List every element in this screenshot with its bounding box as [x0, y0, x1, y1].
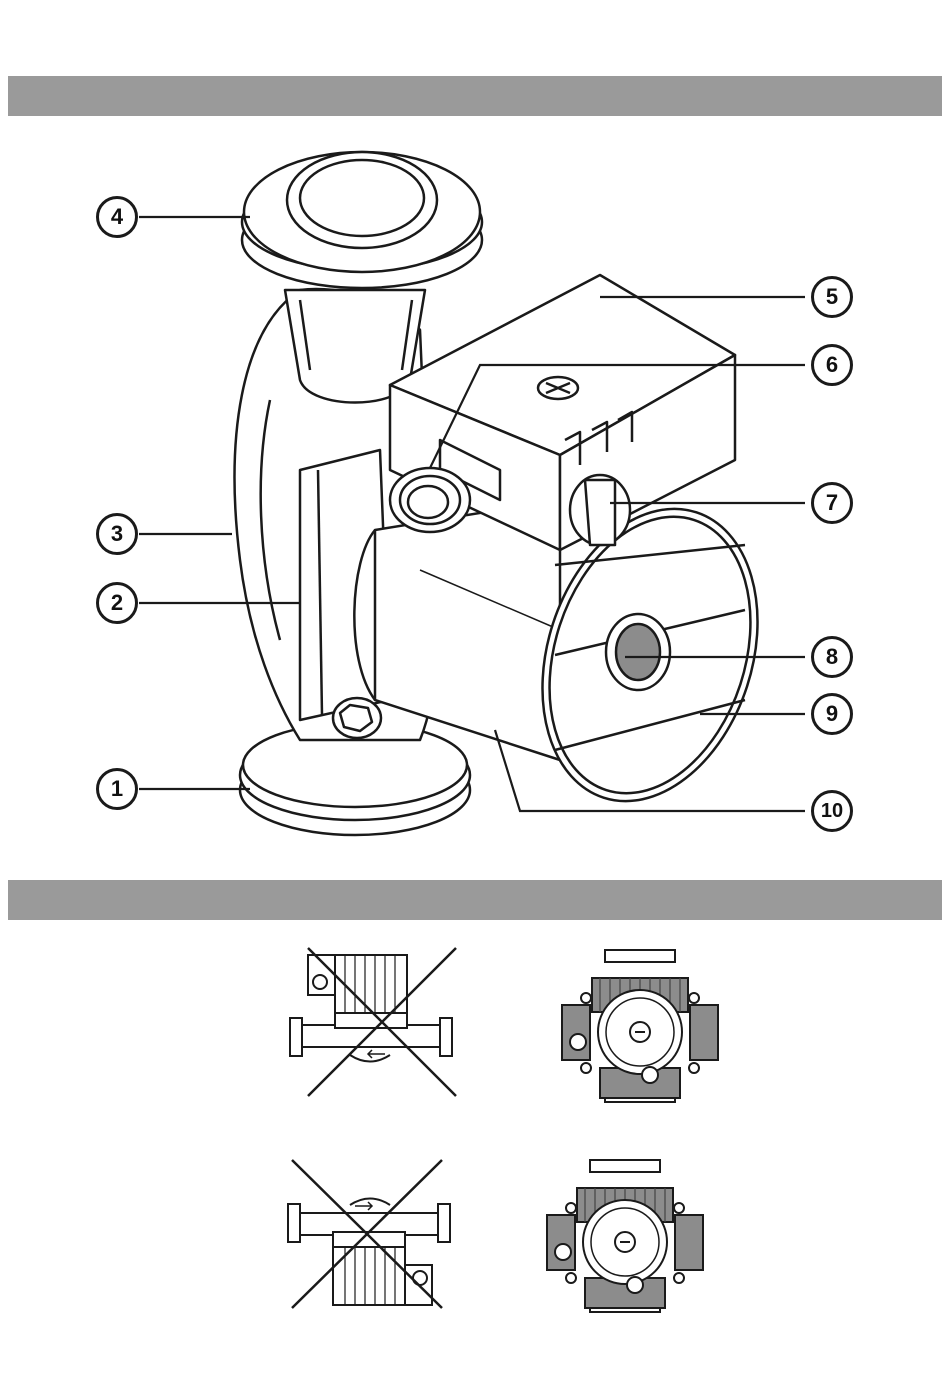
callout-3: 3: [96, 513, 138, 555]
callout-1: 1: [96, 768, 138, 810]
callout-9: 9: [811, 693, 853, 735]
speed-switch: [570, 475, 630, 545]
callout-5: 5: [811, 276, 853, 318]
callout-2: 2: [96, 582, 138, 624]
callout-6: 6: [811, 344, 853, 386]
position-incorrect-upright: [290, 948, 456, 1096]
installation-positions: [0, 880, 950, 1380]
position-incorrect-inverted: [288, 1160, 450, 1308]
callout-8: 8: [811, 636, 853, 678]
drain-plug: [333, 698, 381, 738]
callout-7: 7: [811, 482, 853, 524]
callout-4: 4: [96, 196, 138, 238]
callout-10: 10: [811, 790, 853, 832]
pump-illustration: [0, 0, 950, 880]
position-correct-2: [547, 1160, 703, 1312]
position-correct-1: [562, 950, 718, 1102]
top-flange: [242, 152, 482, 288]
